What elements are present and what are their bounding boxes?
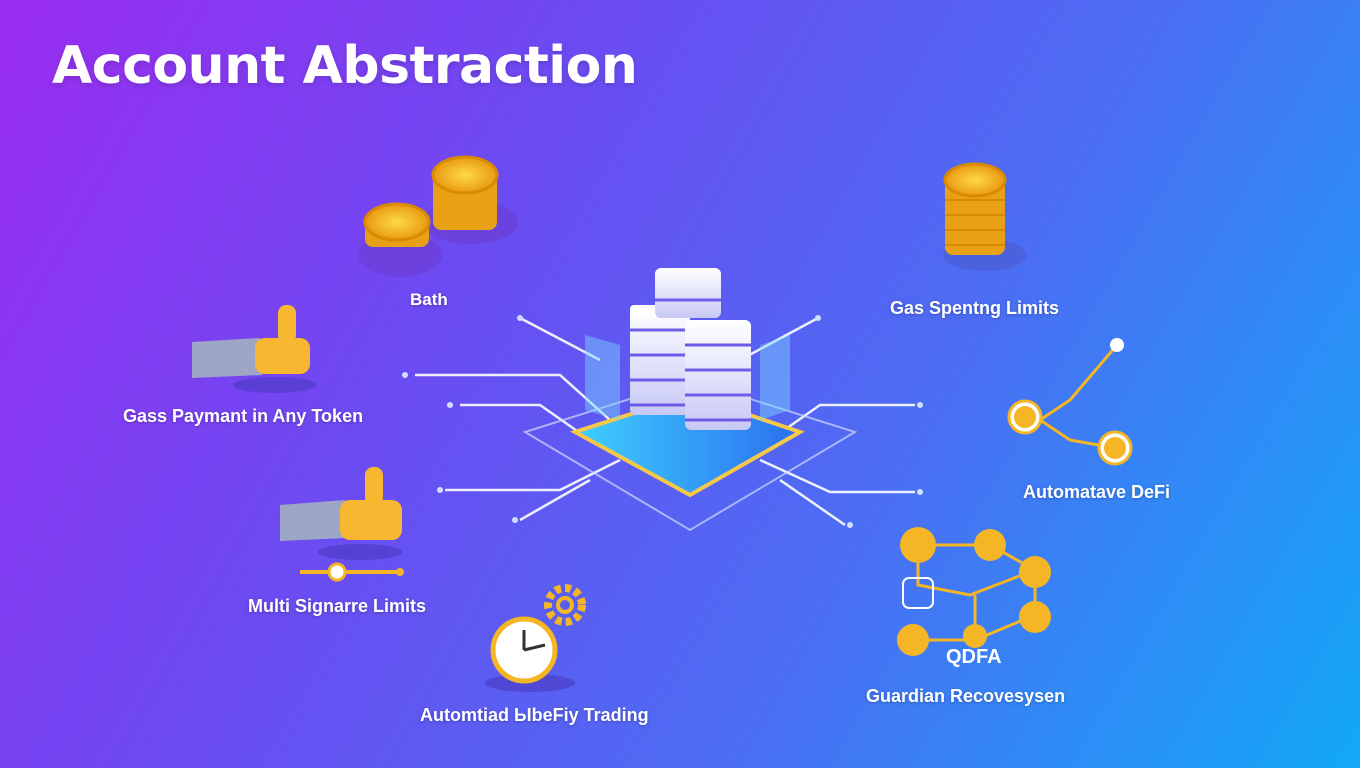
guardian-nodes xyxy=(897,527,1051,656)
clock-icon xyxy=(485,616,575,692)
gear-icon xyxy=(544,584,586,626)
label-gas-payment-any-token: Gass Paymant in Any Token xyxy=(123,406,364,426)
dfa-text: QDFA xyxy=(946,646,1002,668)
coin-stack-icon-right xyxy=(943,162,1027,271)
label-automatave-defi: Automatave DeFi xyxy=(1023,482,1171,502)
label-guardian-recovery: Guardian Recovesysen xyxy=(866,686,1066,706)
label-multi-signature-limits: Multi Signarre Limits xyxy=(248,596,427,616)
label-bath: Bath xyxy=(410,290,448,309)
server-stack-icon xyxy=(630,268,751,430)
thumbs-up-icon-2 xyxy=(280,467,402,560)
connector-arrowheads xyxy=(402,315,923,528)
coin-stack-icon xyxy=(358,155,518,277)
slider-icon xyxy=(300,562,404,582)
thumbs-up-icon xyxy=(192,305,317,393)
label-gas-spending-limits: Gas Spentng Limits xyxy=(890,298,1060,318)
page-title: Account Abstraction xyxy=(52,36,638,96)
label-automated-trading: Automtiad ЫbeFiy Trading xyxy=(420,705,649,725)
defi-network-icon xyxy=(1007,338,1133,466)
